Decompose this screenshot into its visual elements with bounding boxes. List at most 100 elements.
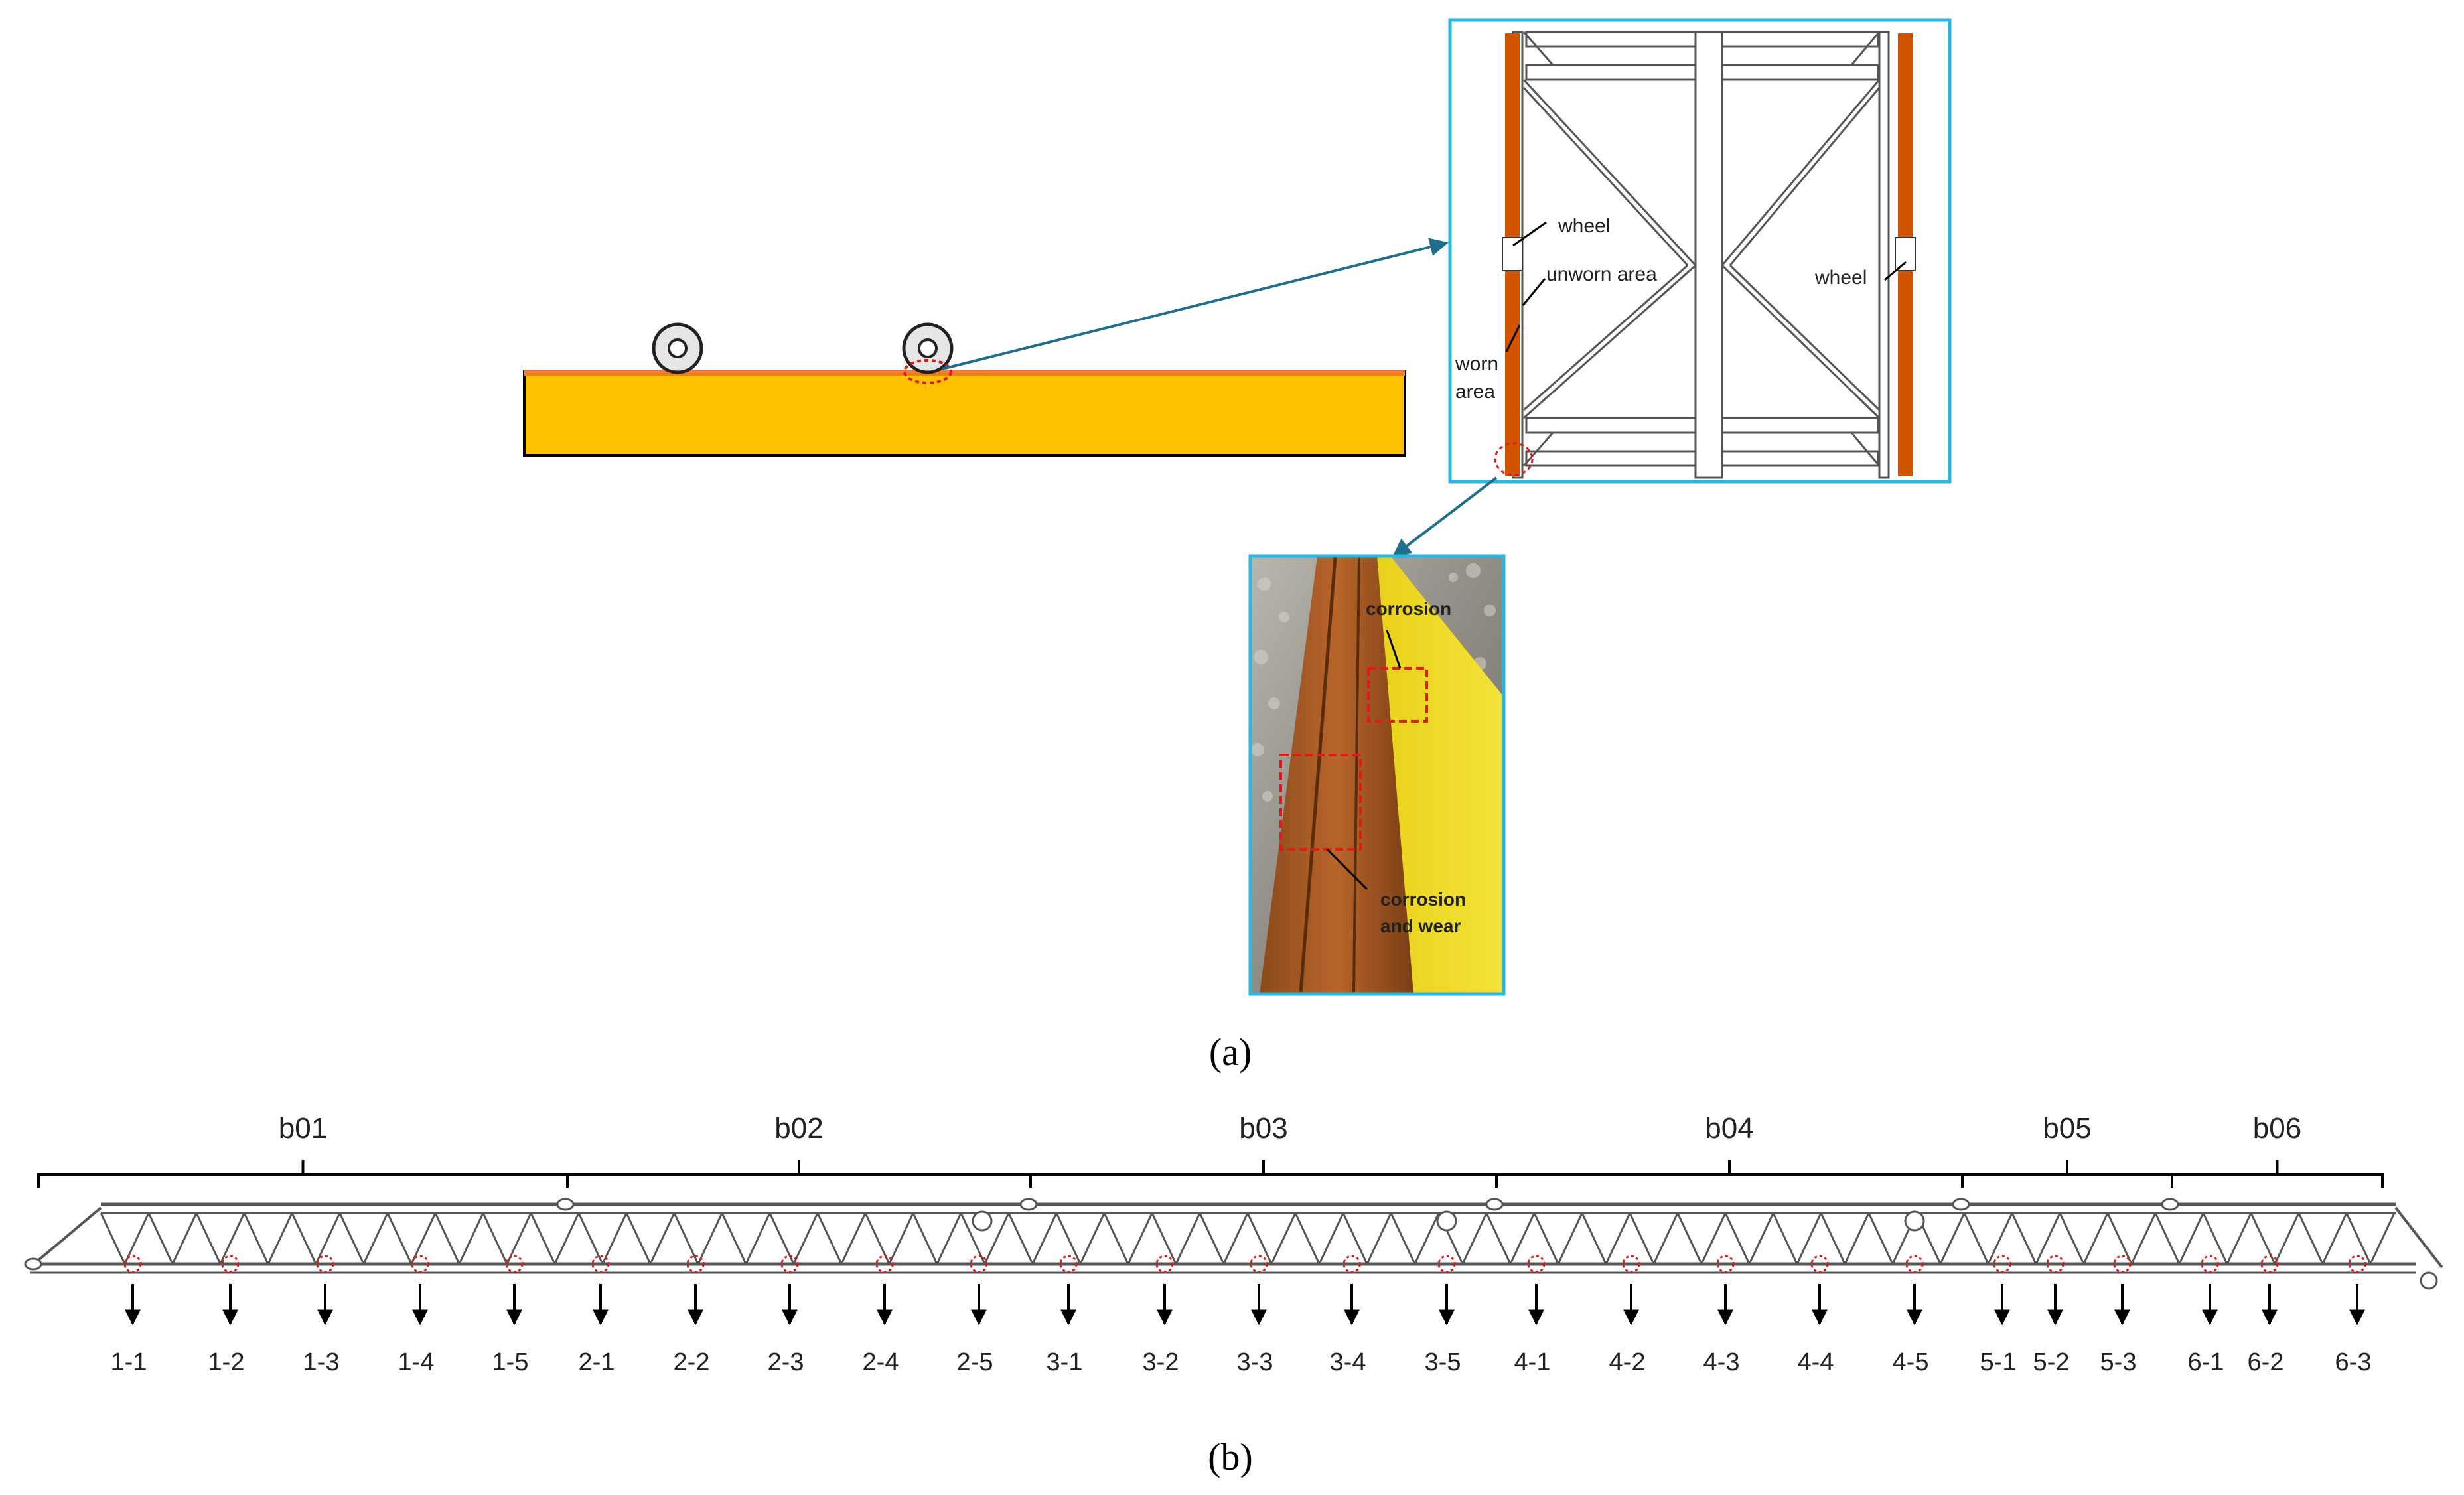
point-label: 1-4 (398, 1348, 435, 1376)
wheel-right-icon (902, 322, 954, 374)
point-marker (2046, 1255, 2065, 1273)
wheel-left-icon (652, 322, 703, 374)
point-label: 1-1 (111, 1348, 147, 1376)
point-marker (1716, 1255, 1735, 1273)
zoom-arrow-to-photo (1392, 476, 1498, 557)
photo-label-corrosion: corrosion (1366, 599, 1451, 619)
point-label: 3-4 (1330, 1348, 1366, 1376)
bracket-b03: b03 (1029, 1112, 1498, 1188)
point-marker (1059, 1255, 1078, 1273)
point-marker (1905, 1255, 1924, 1273)
point-marker (591, 1255, 610, 1273)
zoom-arrow-to-top-view (942, 238, 1449, 370)
bracket-label: b02 (774, 1112, 823, 1145)
point-marker (505, 1255, 524, 1273)
point-marker (970, 1255, 988, 1273)
point-label: 3-5 (1425, 1348, 1461, 1376)
bracket-label: b03 (1239, 1112, 1287, 1145)
rusted-surface (1260, 556, 1413, 994)
point-label: 1-2 (208, 1348, 245, 1376)
measurement-point: 5-3 (2100, 1255, 2137, 1376)
point-marker (2113, 1255, 2132, 1273)
measurement-point: 3-1 (1047, 1255, 1083, 1376)
worn-spot-highlight (1494, 442, 1534, 476)
point-label: 1-3 (303, 1348, 340, 1376)
measurement-point: 2-5 (957, 1255, 993, 1376)
point-marker (1993, 1255, 2011, 1273)
bracket-label: b06 (2253, 1112, 2301, 1145)
truss-joints (24, 1198, 2438, 1290)
point-label: 4-2 (1609, 1348, 1646, 1376)
measurement-point: 1-5 (492, 1255, 529, 1376)
measurement-points: 1-1 1-2 1-3 1-4 1-5 2-1 2-2 2-3 2-4 2-5 3-1 3-2 3-3 3… (111, 1255, 2372, 1376)
point-label: 4-4 (1798, 1348, 1834, 1376)
point-label: 2-4 (863, 1348, 899, 1376)
yellow-flange (1377, 556, 1504, 994)
bracket-b06: b06 (2171, 1112, 2384, 1188)
point-label: 2-2 (674, 1348, 710, 1376)
measurement-point: 1-3 (303, 1255, 340, 1376)
bracket-label: b04 (1705, 1112, 1753, 1145)
measurement-point: 2-4 (863, 1255, 899, 1376)
bracket-label: b01 (279, 1112, 327, 1145)
point-label: 2-3 (768, 1348, 804, 1376)
measurement-point: 3-5 (1425, 1255, 1461, 1376)
point-marker (2201, 1255, 2219, 1273)
point-marker (221, 1255, 240, 1273)
truss-side-view (24, 1198, 2443, 1290)
segment-brackets: b01 b02 b03 b04 b05 b06 (37, 1112, 2384, 1188)
point-marker (2260, 1255, 2279, 1273)
measurement-point: 4-4 (1798, 1255, 1834, 1376)
point-marker (1527, 1255, 1546, 1273)
photo-label-corrosion-2: corrosion (1380, 889, 1466, 910)
corrosion-wear-box (1279, 754, 1362, 851)
measurement-point: 3-3 (1237, 1255, 1273, 1376)
measurement-point: 6-2 (2248, 1255, 2284, 1376)
point-label: 5-2 (2033, 1348, 2070, 1376)
point-marker (1342, 1255, 1361, 1273)
point-marker (2348, 1255, 2366, 1273)
measurement-point: 1-4 (398, 1255, 435, 1376)
measurement-point: 1-1 (111, 1255, 147, 1376)
bracket-label: b05 (2043, 1112, 2091, 1145)
contact-highlight (903, 359, 952, 384)
point-label: 3-3 (1237, 1348, 1273, 1376)
photo-frame (1248, 554, 1506, 996)
point-marker (686, 1255, 705, 1273)
point-label: 4-1 (1514, 1348, 1551, 1376)
rail-body (523, 370, 1406, 457)
bracket-b02: b02 (566, 1112, 1032, 1188)
measurement-point: 4-3 (1703, 1255, 1739, 1376)
label-unworn-area: unworn area (1546, 263, 1657, 285)
measurement-point: 5-1 (1980, 1255, 2016, 1376)
point-label: 3-2 (1143, 1348, 1179, 1376)
measurement-point: 6-1 (2188, 1255, 2224, 1376)
measurement-point: 3-4 (1330, 1255, 1366, 1376)
point-marker (1622, 1255, 1640, 1273)
point-label: 5-3 (2100, 1348, 2137, 1376)
measurement-point: 4-5 (1893, 1255, 1928, 1376)
bracket-b05: b05 (1961, 1112, 2173, 1188)
measurement-point: 6-3 (2335, 1255, 2372, 1376)
point-marker (123, 1255, 142, 1273)
caption-b: (b) (1208, 1435, 1253, 1478)
point-label: 2-5 (957, 1348, 993, 1376)
measurement-point: 1-2 (208, 1255, 245, 1376)
point-label: 6-2 (2248, 1348, 2284, 1376)
measurement-point: 2-1 (579, 1255, 615, 1376)
photo-label-and-wear: and wear (1380, 916, 1461, 936)
point-label: 2-1 (579, 1348, 615, 1376)
measurement-point: 2-2 (674, 1255, 710, 1376)
measurement-point: 3-2 (1143, 1255, 1179, 1376)
point-marker (411, 1255, 429, 1273)
measurement-point: 4-1 (1514, 1255, 1551, 1376)
point-label: 6-3 (2335, 1348, 2372, 1376)
caption-a: (a) (1209, 1031, 1252, 1074)
point-label: 6-1 (2188, 1348, 2224, 1376)
point-label: 3-1 (1047, 1348, 1083, 1376)
label-wheel-left: wheel (1558, 215, 1610, 237)
label-worn: worn (1455, 353, 1498, 375)
point-marker (1155, 1255, 1174, 1273)
point-label: 1-5 (492, 1348, 529, 1376)
